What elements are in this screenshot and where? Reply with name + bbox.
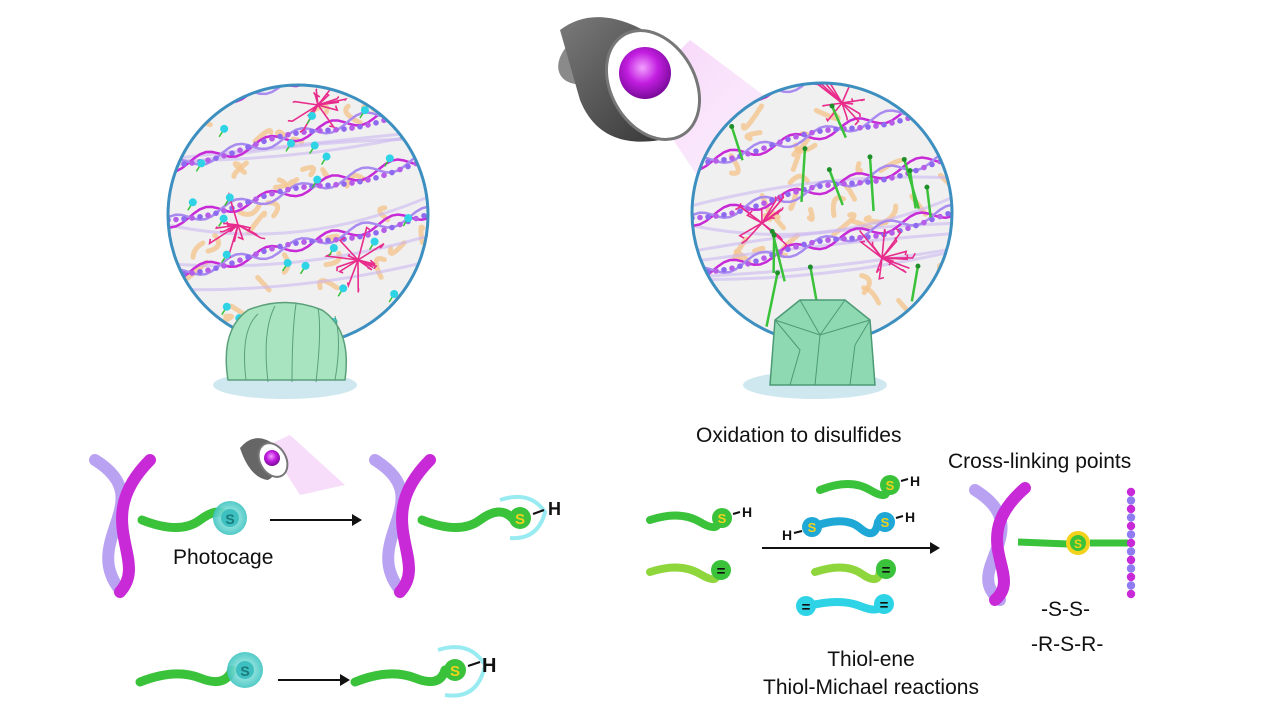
disulfide-label: -S-S-	[1041, 598, 1090, 621]
sulfur-symbol: S	[240, 663, 249, 679]
dna-helix-product	[969, 482, 1031, 606]
hydrogen-symbol: H	[548, 499, 561, 519]
photocaged-thiol: S	[227, 652, 263, 688]
uv-lamp-small-icon	[240, 435, 345, 495]
photocaged-thiol: S	[213, 501, 247, 535]
sulfur-symbol: S	[881, 515, 890, 530]
sulfur-symbol: S	[718, 511, 727, 526]
linker-chain	[350, 665, 450, 687]
double-bond-symbol: =	[802, 599, 811, 616]
reactant-diene: = =	[796, 594, 894, 616]
reactant-dithiol: H S S H	[782, 509, 915, 543]
hydrogen-symbol: H	[782, 527, 792, 543]
hydrogen-symbol: H	[482, 655, 496, 677]
hydrogen-symbol: H	[910, 473, 920, 489]
thiol-michael-label: Thiol-Michael reactions	[763, 676, 979, 699]
reactant-thiol-1: S H	[646, 504, 752, 532]
uv-bulb	[619, 47, 671, 99]
thioether-label: -R-S-R-	[1031, 633, 1104, 656]
reactant-ene-2: =	[811, 559, 896, 584]
polymer-bead-chain	[1126, 487, 1136, 599]
photocage-label: Photocage	[173, 546, 274, 569]
double-bond-symbol: =	[717, 563, 726, 580]
soft-gel-icon	[213, 301, 357, 399]
double-bond-symbol: =	[880, 597, 889, 614]
hydrogen-symbol: H	[742, 504, 752, 520]
reactant-ene-1: =	[646, 560, 731, 584]
sulfur-symbol: S	[225, 511, 234, 527]
linker-chain	[417, 507, 517, 532]
sulfur-symbol: S	[450, 663, 460, 680]
free-thiol: S H	[437, 645, 496, 698]
crosslinking-label: Cross-linking points	[948, 450, 1132, 473]
stiff-gel-crystal-icon	[743, 299, 887, 399]
sulfur-symbol: S	[808, 520, 817, 535]
thiol-ene-label: Thiol-ene	[827, 648, 915, 671]
hydrogen-symbol: H	[905, 509, 915, 525]
oxidation-label: Oxidation to disulfides	[696, 424, 902, 447]
reactant-thiol-2: S H	[816, 473, 920, 500]
linker-chain	[135, 665, 237, 687]
dna-helix-right	[369, 454, 436, 598]
sulfur-symbol: S	[515, 511, 525, 528]
sulfur-symbol: S	[1074, 537, 1082, 551]
crosslink-bond	[1017, 538, 1069, 548]
sulfur-symbol: S	[886, 478, 895, 493]
free-thiol: S H	[499, 495, 561, 541]
double-bond-symbol: =	[882, 562, 891, 579]
crosslink-point: S	[1066, 531, 1090, 555]
dna-helix-left	[89, 454, 156, 598]
